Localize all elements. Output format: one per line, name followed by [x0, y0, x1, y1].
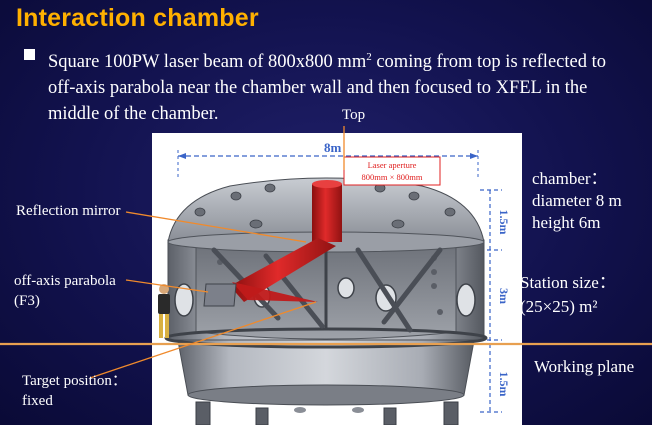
station-size-value: (25×25) m²: [520, 297, 598, 316]
annotation-leaders: [89, 126, 345, 379]
middle-height-label: 3m: [497, 288, 511, 304]
bullet-text: Square 100PW laser beam of 800x800 mm2 c…: [48, 44, 636, 127]
square-bullet-icon: [24, 49, 35, 60]
focused-laser-beam: [232, 282, 318, 302]
chamber-diameter: diameter 8 m: [532, 191, 622, 210]
off-axis-parabola-label: off-axis parabola: [14, 273, 116, 289]
station-size-heading: Station size：: [520, 273, 616, 292]
parabola-mirror: [203, 283, 237, 307]
bullet-point: Square 100PW laser beam of 800x800 mm2 c…: [24, 44, 636, 127]
target-position-sublabel: fixed: [22, 393, 53, 409]
bullet-superscript: 2: [366, 51, 372, 63]
bullet-text-start: Square 100PW laser beam of 800x800 mm: [48, 52, 367, 73]
width-dimension-label: 8m: [324, 140, 342, 155]
chamber-info-heading: chamber：: [532, 169, 608, 188]
vertical-laser-beam: [312, 184, 342, 242]
bullet-text-end: coming from top is reflected to off-axis…: [48, 52, 606, 125]
reflection-mirror-label: Reflection mirror: [16, 203, 121, 219]
top-label: Top: [342, 107, 366, 123]
dome-bolts: [194, 183, 456, 229]
bottom-bolts: [294, 407, 364, 413]
lower-height-label: 1.5m: [497, 372, 511, 397]
width-dimension: [177, 150, 479, 178]
laser-aperture-size: 800mm × 800mm: [362, 172, 423, 182]
upper-height-label: 1.5m: [497, 210, 511, 235]
laser-aperture-title: Laser aperture: [368, 160, 417, 170]
working-plane-label: Working plane: [534, 357, 635, 376]
laser-aperture-box: [343, 156, 441, 186]
reflected-laser-beam: [230, 238, 336, 302]
chamber-legs: [195, 401, 459, 425]
off-axis-parabola-sublabel: (F3): [14, 293, 40, 309]
slide-title: Interaction chamber: [16, 4, 259, 32]
chamber-height: height 6m: [532, 213, 601, 232]
target-position-label: Target position：: [22, 373, 127, 389]
